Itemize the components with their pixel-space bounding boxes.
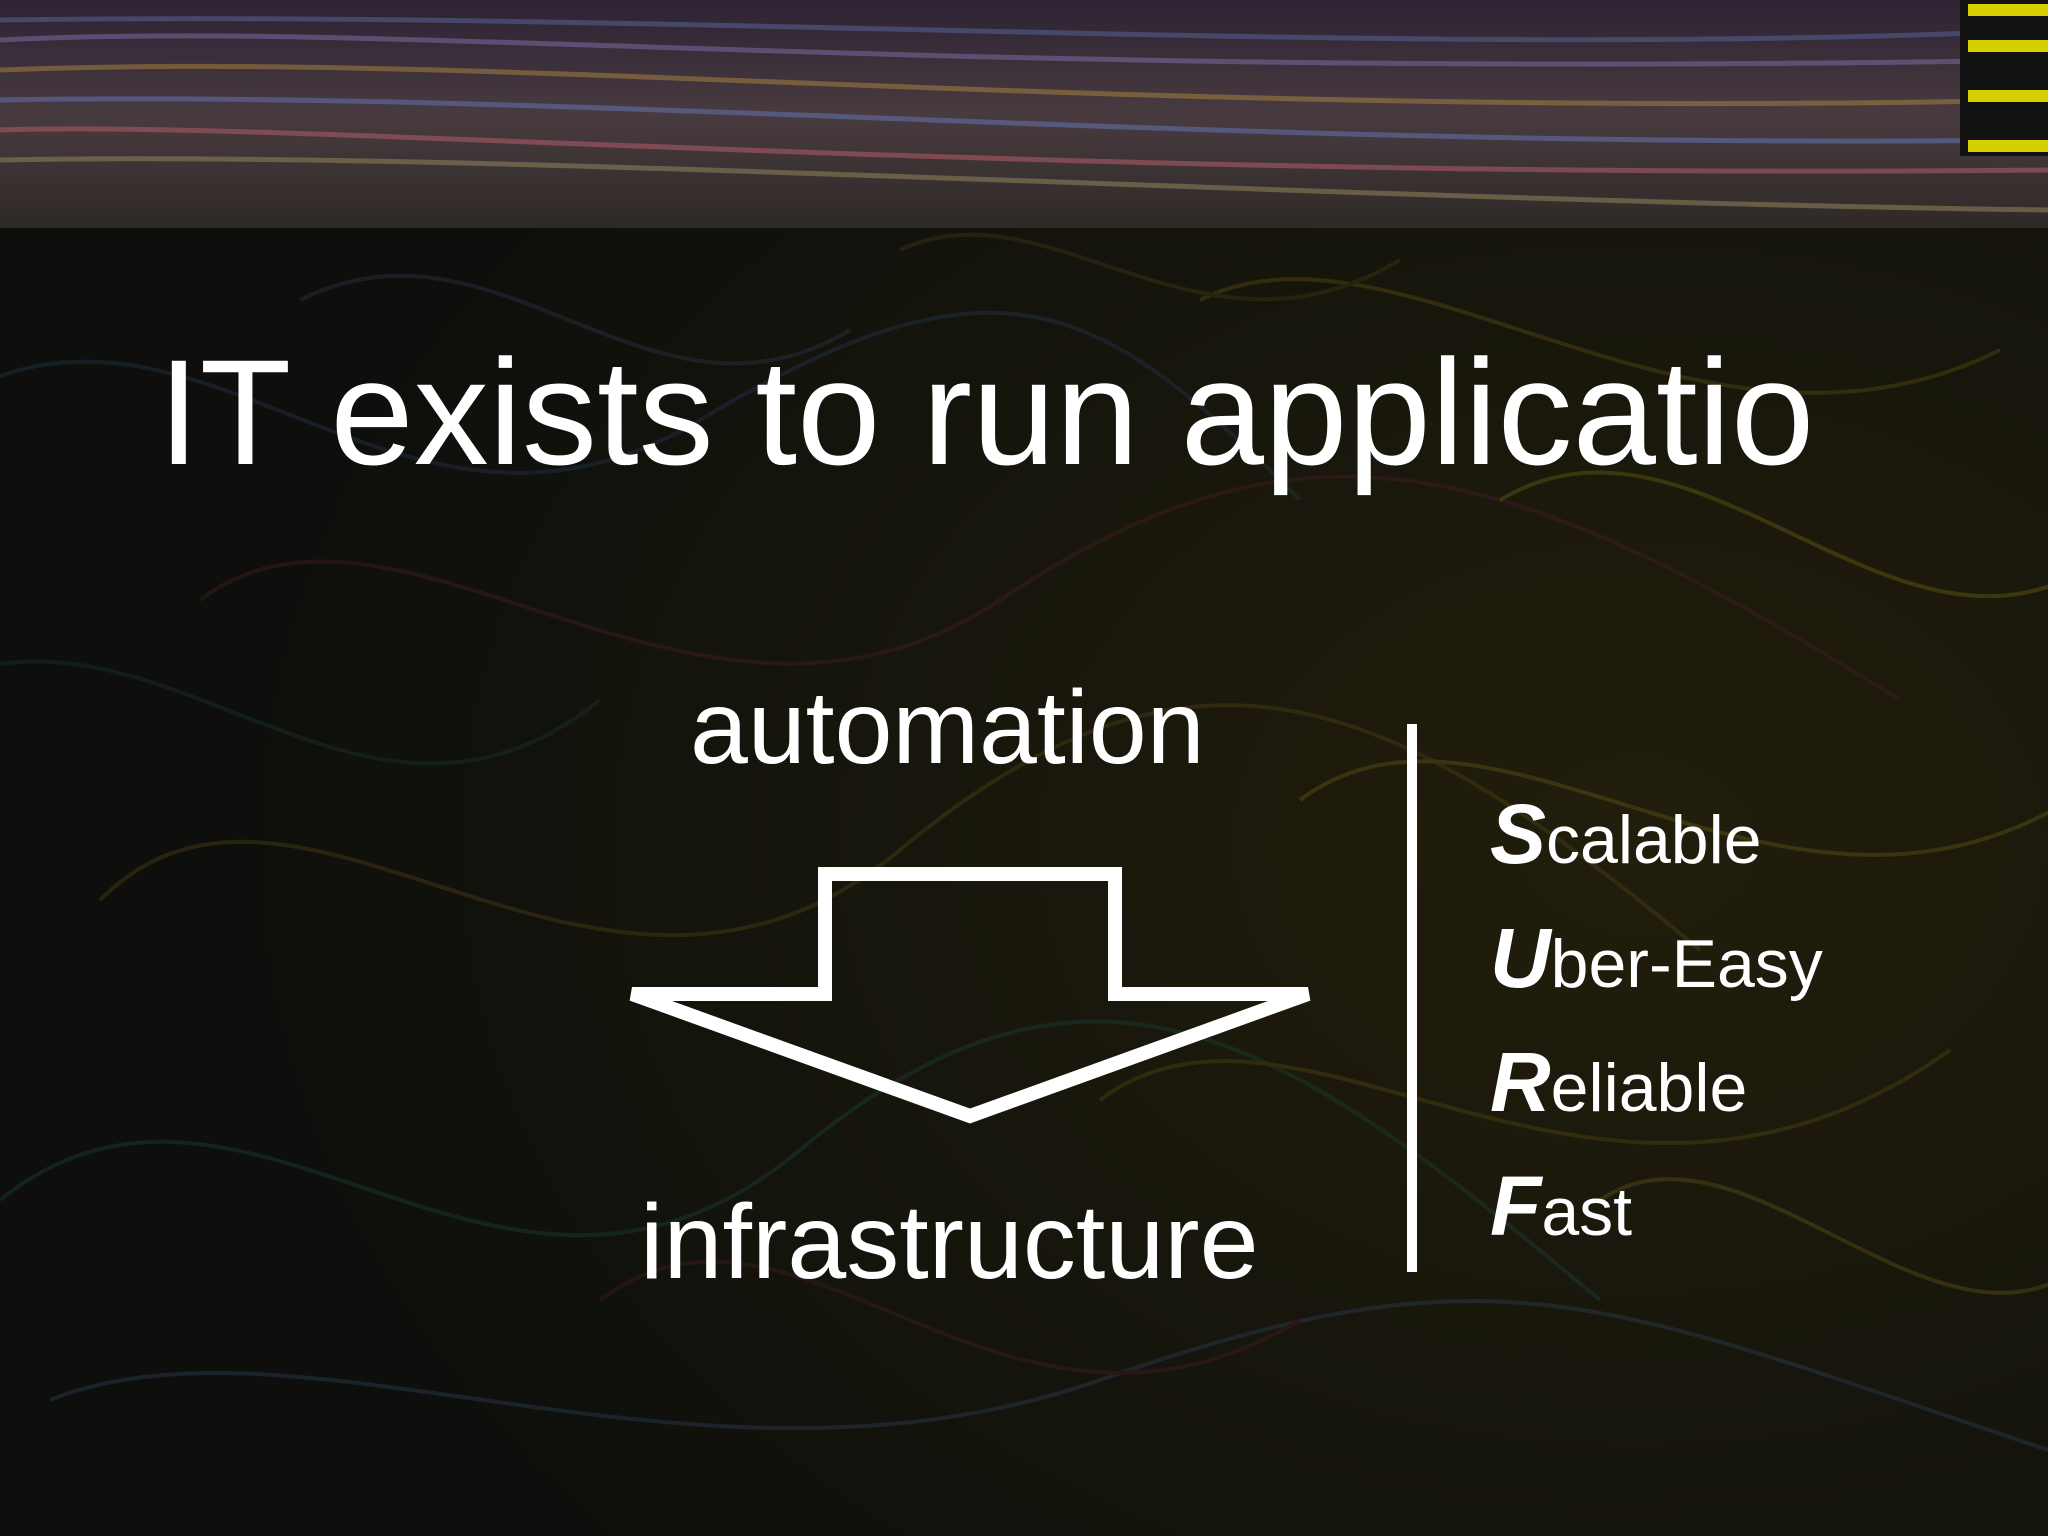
surf-rest: ber-Easy [1550, 926, 1823, 1002]
surf-rest: calable [1546, 802, 1762, 878]
vertical-divider [1407, 724, 1417, 1272]
surf-initial: S [1490, 787, 1547, 881]
surf-initial: U [1490, 911, 1551, 1005]
corner-stripes-decoration [1960, 0, 2048, 156]
surf-item-uber-easy: Uber-Easy [1490, 899, 1823, 1023]
top-band [0, 0, 2048, 228]
infrastructure-label: infrastructure [640, 1183, 1259, 1301]
surf-item-scalable: Scalable [1490, 775, 1823, 899]
automation-label: automation [690, 670, 1205, 786]
content-overlay [0, 228, 2048, 1536]
surf-item-reliable: Reliable [1490, 1023, 1823, 1147]
surf-initial: R [1490, 1035, 1551, 1129]
slide-title: IT exists to run applicatio [158, 328, 1815, 496]
surf-acronym-list: Scalable Uber-Easy Reliable Fast [1490, 775, 1823, 1271]
down-arrow-outline-icon [629, 867, 1311, 1124]
surf-rest: eliable [1550, 1050, 1748, 1126]
surf-rest: ast [1541, 1174, 1633, 1250]
surf-item-fast: Fast [1490, 1147, 1823, 1271]
surf-initial: F [1490, 1159, 1542, 1253]
